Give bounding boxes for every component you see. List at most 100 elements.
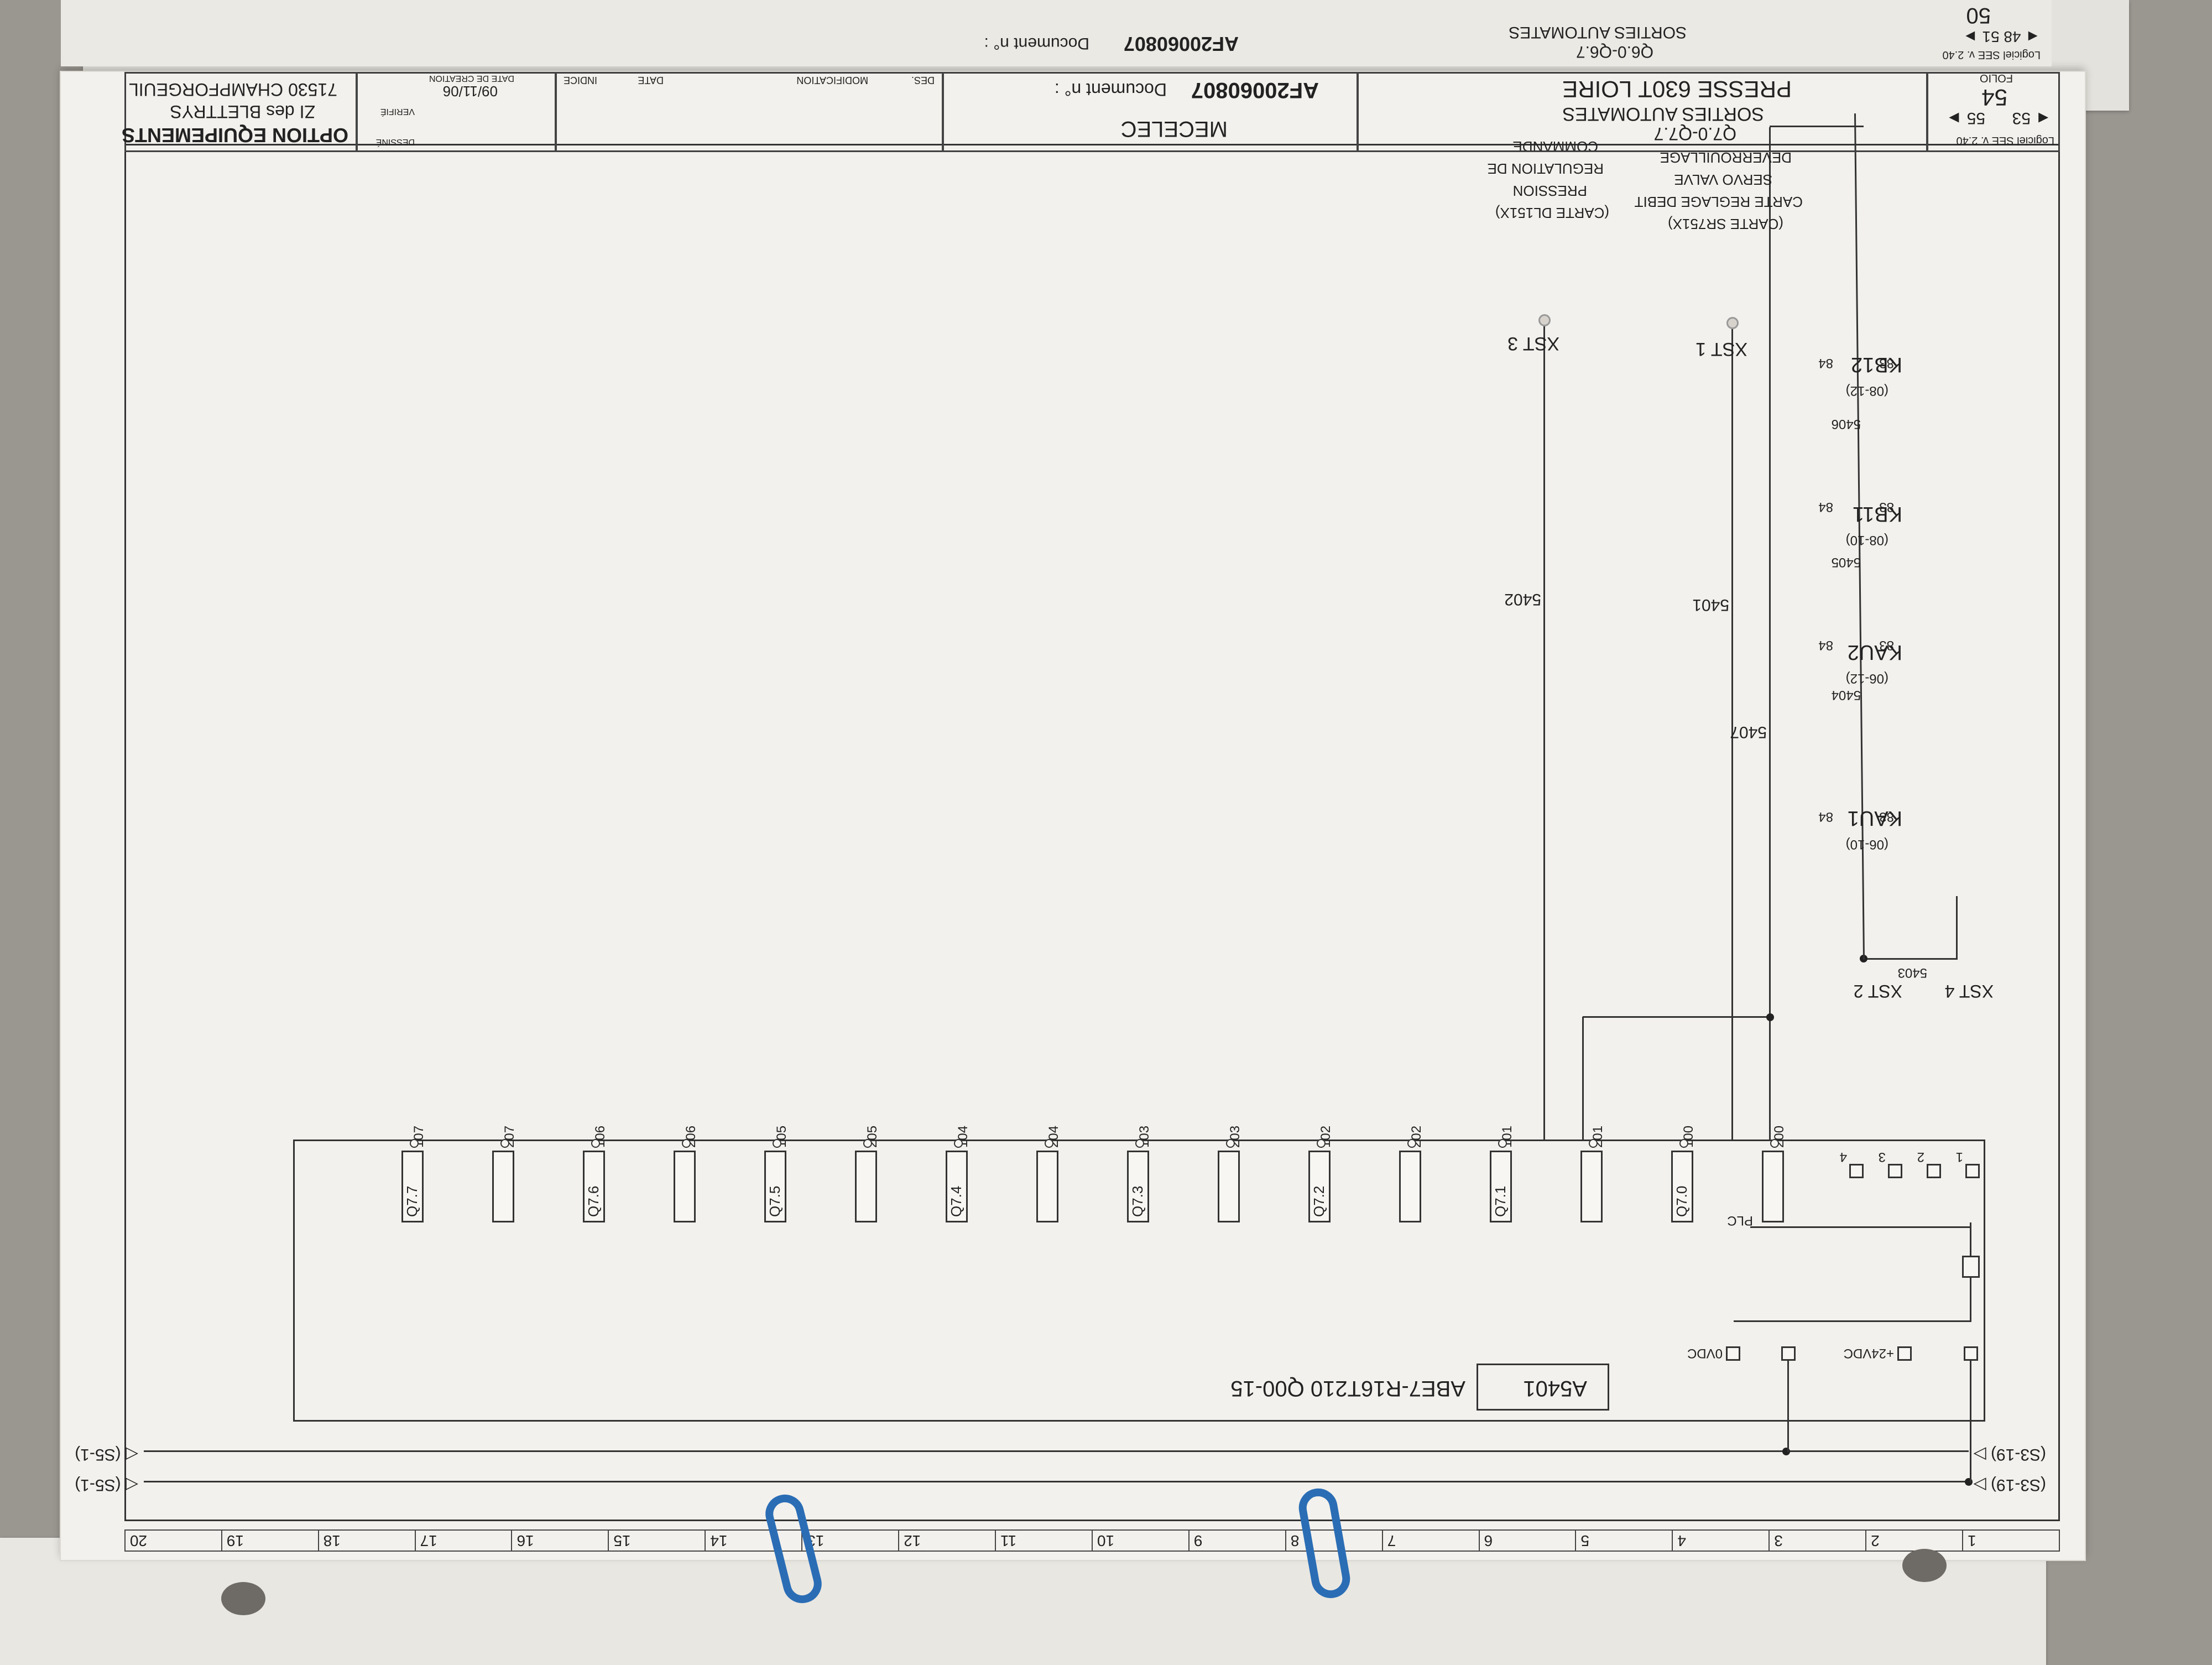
terminal-xst4: XST 4 — [1944, 981, 1994, 1001]
plc-output-node — [1679, 1139, 1688, 1148]
tb-company-addr1: ZI des BLETTRYS — [170, 102, 315, 122]
rail-l1-left-ref: (S3-19) ▷ — [1973, 1476, 2046, 1494]
punch-hole-icon — [1902, 1549, 1947, 1582]
back-folio: 50 — [1966, 3, 1991, 28]
tb-sheet-title: SORTIES AUTOMATES — [1562, 103, 1764, 124]
tb-modification-label: MODIFICATION — [796, 75, 868, 86]
wire-label-5401: 5401 — [1692, 596, 1729, 614]
relay-kau2-83: 83 — [1879, 638, 1894, 653]
tb-sheet-range: Q7.0-Q7.7 — [1653, 124, 1736, 144]
col-num: 18 — [317, 1529, 415, 1552]
plc-output-node — [1407, 1139, 1416, 1148]
relay-kau2-ref: (06-12) — [1845, 671, 1888, 686]
relay-kb12-ref: (08-12) — [1845, 383, 1888, 398]
supply-24-label: +24VDC — [1843, 1346, 1894, 1361]
col-num: 3 — [1768, 1529, 1866, 1552]
desc2-line2: REGULATION DE — [1487, 160, 1604, 177]
wire-5407 — [1769, 127, 1771, 1140]
punch-hole-icon — [221, 1582, 265, 1615]
wire-5403 — [1956, 896, 1958, 960]
plc-pin-4 — [1849, 1164, 1864, 1178]
tb-company-name: OPTION EQUIPEMENTS — [121, 124, 348, 147]
tb-software: Logiciel SEE v. 2.40 — [1956, 134, 2054, 147]
plc-output-node — [1770, 1139, 1779, 1148]
plc-pin-1-label: 1 — [1955, 1149, 1963, 1164]
wire-label-5407: 5407 — [1730, 723, 1767, 741]
tb-folio-prev: ◄ 53 — [2012, 109, 2052, 127]
tb-date-creation: 09/11/06 — [442, 83, 498, 100]
supply-24-wire — [1970, 1355, 1971, 1482]
terminal-xst3: XST 3 — [1507, 333, 1559, 354]
plc-output-node — [954, 1139, 963, 1148]
terminal-xst2: XST 2 — [1853, 981, 1902, 1001]
relay-kb12-name: KB12 — [1851, 353, 1902, 376]
tb-date-label: DATE — [638, 75, 664, 86]
supply-bus — [1734, 1320, 1971, 1322]
back-doc-number: AF20060807 — [1123, 33, 1239, 55]
plc-output-terminal — [1218, 1151, 1240, 1222]
plc-pin-3-label: 3 — [1878, 1149, 1886, 1164]
plc-output-node — [1135, 1139, 1144, 1148]
plc-output-label: Q7.6 — [585, 1185, 602, 1217]
col-num: 5 — [1575, 1529, 1672, 1552]
plc-output-terminal — [492, 1151, 514, 1222]
col-num: 4 — [1672, 1529, 1769, 1552]
tb-mod-cell — [556, 72, 943, 152]
plc-output-node — [863, 1139, 872, 1148]
back-doc-label: Document n° : — [984, 34, 1089, 53]
relay-kau2-84: 84 — [1818, 638, 1833, 653]
tb-des-label: DES. — [911, 75, 935, 86]
back-range: Q6.0-Q6.7 — [1575, 43, 1653, 61]
desc2-line3: PRESSION — [1512, 183, 1587, 199]
rail-l2-left-ref: (S3-19) ▷ — [1973, 1445, 2046, 1464]
plc-pin-2 — [1927, 1164, 1941, 1178]
plc-output-label: Q7.2 — [1311, 1185, 1327, 1217]
desc1-line3: CARTE REGLAGE DEBIT — [1634, 194, 1803, 210]
plc-module-ref: ABE7-R16T210 Q00-15 — [1230, 1376, 1465, 1401]
rail-l1-right-ref: ◁ (S5-1) — [75, 1476, 138, 1494]
plc-output-node — [500, 1139, 509, 1148]
tb-client: MECELEC — [1120, 117, 1228, 141]
relay-kb11-84: 84 — [1818, 500, 1833, 514]
col-num: 2 — [1865, 1529, 1963, 1552]
tb-doc-number: AF20060807 — [1191, 78, 1319, 102]
plc-pin-4-label: 4 — [1839, 1149, 1847, 1164]
plc-pin-2-label: 2 — [1917, 1149, 1924, 1164]
plc-output-node — [1317, 1139, 1326, 1148]
tb-indice-label: INDICE — [563, 75, 597, 86]
supply-24b-terminal — [1897, 1346, 1912, 1361]
rail-l1 — [144, 1481, 1969, 1482]
plc-output-node — [1589, 1139, 1598, 1148]
col-num: 19 — [221, 1529, 318, 1552]
supply-0b-terminal — [1726, 1346, 1740, 1361]
wire-label-5404: 5404 — [1831, 688, 1861, 703]
desc1-line4: (CARTE SR751X) — [1667, 216, 1783, 232]
tb-dessine-label: DESSINÉ — [375, 137, 415, 147]
wire-201-riser — [1582, 1017, 1584, 1140]
plc-output-terminal — [1036, 1151, 1058, 1222]
col-num: 1 — [1962, 1529, 2060, 1552]
supply-0-label: 0VDC — [1687, 1346, 1723, 1361]
supply-0-wire — [1787, 1355, 1789, 1452]
wire-label-5406: 5406 — [1831, 417, 1861, 431]
col-num: 11 — [995, 1529, 1092, 1552]
plc-output-node — [1498, 1139, 1507, 1148]
relay-kb11-name: KB11 — [1852, 502, 1902, 525]
plc-output-terminal — [1762, 1151, 1784, 1222]
supply-24-terminal — [1964, 1346, 1978, 1361]
plc-internal-fuse — [1962, 1256, 1980, 1278]
wire-label-5402: 5402 — [1504, 590, 1541, 608]
col-num: 20 — [124, 1529, 221, 1552]
wire-5403-h — [1864, 958, 1958, 960]
tb-doc-label: Document n° : — [1054, 80, 1167, 100]
col-num: 7 — [1381, 1529, 1479, 1552]
relay-kb12-83: 83 — [1879, 356, 1894, 371]
back-folio-nav: ◄ 48 51 ► — [1962, 28, 2041, 45]
relay-kau1-ref: (06-10) — [1845, 837, 1888, 852]
terminal-xst1-symbol — [1726, 317, 1739, 329]
terminal-xst1: XST 1 — [1695, 339, 1747, 360]
tb-folio: 54 — [1981, 85, 2007, 111]
wire-5402 — [1543, 321, 1545, 1140]
